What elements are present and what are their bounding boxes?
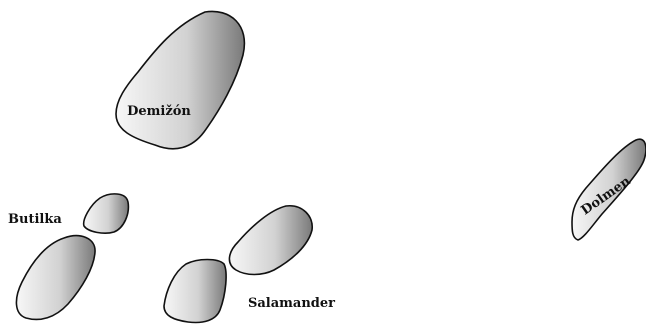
stone-butilka-large [16, 236, 95, 320]
stone-demizon [116, 11, 244, 148]
label-demizon: Demižón [127, 104, 191, 119]
stone-butilka-small [84, 194, 129, 233]
stone-salamander-upper [229, 206, 312, 275]
label-butilka: Butilka [8, 212, 62, 227]
label-salamander: Salamander [248, 296, 335, 311]
stone-salamander-lower [164, 260, 226, 323]
